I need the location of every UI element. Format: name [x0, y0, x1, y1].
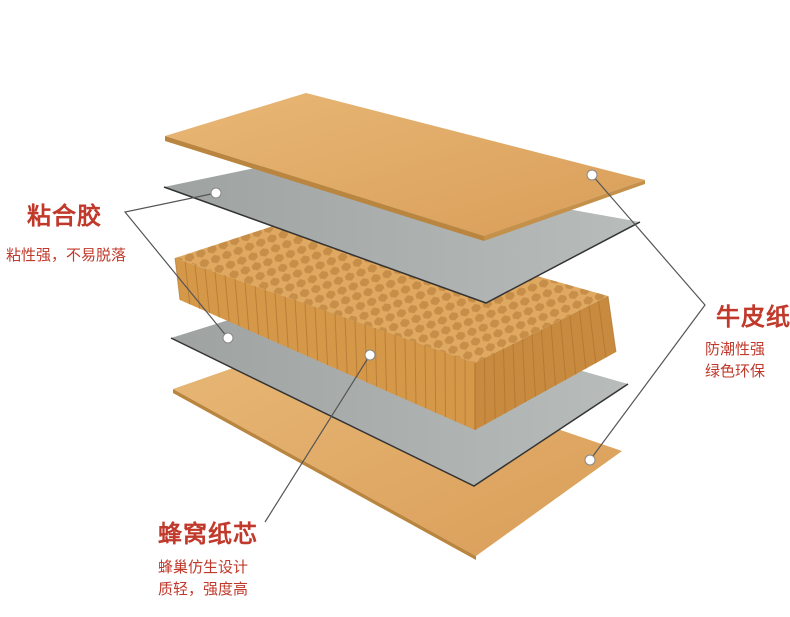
bottom-kraft-sheet	[173, 343, 622, 560]
marker-dots	[210, 169, 598, 466]
cell-wall-line	[214, 271, 220, 318]
core-label-desc: 蜂巢仿生设计 质轻，强度高	[158, 556, 248, 600]
cell-wall-line	[294, 299, 299, 353]
cell-wall-line	[588, 305, 597, 364]
kraft-leader-line	[589, 174, 706, 461]
glue-label-desc: 粘性强，不易脱落	[6, 244, 126, 266]
cell-wall-line	[374, 327, 378, 387]
cell-wall-line	[424, 345, 427, 409]
marker-dot-glue-top	[210, 187, 222, 199]
glue-leader-line	[123, 192, 229, 339]
marker-dot-kraft-top	[586, 169, 598, 181]
kraft-desc-line: 绿色环保	[705, 362, 766, 380]
cell-wall-line	[284, 296, 289, 348]
core-leader-line	[264, 354, 371, 523]
kraft-label-desc: 防潮性强 绿色环保	[705, 338, 765, 382]
cell-wall-line	[244, 282, 250, 331]
cell-wall-line	[334, 313, 338, 370]
cell-wall-line	[598, 300, 607, 358]
honeycomb-cell-walls	[174, 257, 617, 430]
cell-wall-line	[394, 334, 397, 396]
cell-wall-line	[324, 310, 328, 366]
honeycomb-core	[174, 213, 617, 430]
cell-wall-line	[354, 320, 358, 379]
cell-wall-line	[304, 303, 309, 357]
cell-wall-line	[607, 295, 617, 353]
cell-wall-line	[493, 353, 496, 419]
cell-wall-line	[404, 338, 407, 400]
cell-wall-line	[344, 317, 348, 374]
cell-wall-line	[569, 315, 577, 375]
marker-dot-core	[364, 349, 376, 361]
cell-wall-line	[384, 331, 387, 392]
kraft-desc-line: 防潮性强	[705, 340, 766, 358]
cell-wall-line	[194, 264, 201, 309]
top-kraft-sheet	[165, 93, 645, 241]
top-glue-sheet	[163, 160, 641, 304]
cell-wall-line	[184, 261, 191, 305]
cell-wall-line	[550, 324, 557, 386]
cell-wall-line	[414, 341, 417, 405]
core-desc-line: 蜂巢仿生设计	[158, 558, 249, 576]
cell-wall-line	[512, 343, 516, 408]
cell-wall-line	[234, 278, 240, 327]
marker-dot-kraft-bottom	[584, 454, 596, 466]
marker-dot-glue-bottom	[222, 332, 234, 344]
cell-wall-line	[579, 310, 587, 369]
glue-label-title: 粘合胶	[27, 202, 102, 230]
kraft-label-title: 牛皮纸	[716, 303, 790, 331]
cell-wall-line	[434, 348, 437, 413]
glue-desc-line: 粘性强，不易脱落	[6, 246, 127, 264]
leader-lines	[123, 174, 706, 523]
cell-wall-line	[314, 306, 319, 361]
core-label-title: 蜂窝纸芯	[158, 520, 258, 548]
cell-wall-line	[254, 285, 260, 335]
cell-wall-line	[484, 358, 486, 425]
cell-wall-line	[224, 275, 230, 322]
cell-wall-line	[503, 348, 506, 414]
cell-wall-line	[541, 329, 546, 392]
cell-wall-line	[560, 319, 567, 380]
cell-wall-line	[204, 268, 210, 314]
cell-wall-line	[522, 339, 526, 403]
cell-wall-line	[444, 352, 446, 418]
core-desc-line: 质轻，强度高	[158, 580, 249, 598]
cell-wall-line	[274, 292, 279, 344]
cell-wall-line	[264, 289, 269, 340]
cell-wall-line	[531, 334, 536, 397]
cell-wall-line	[174, 257, 181, 301]
